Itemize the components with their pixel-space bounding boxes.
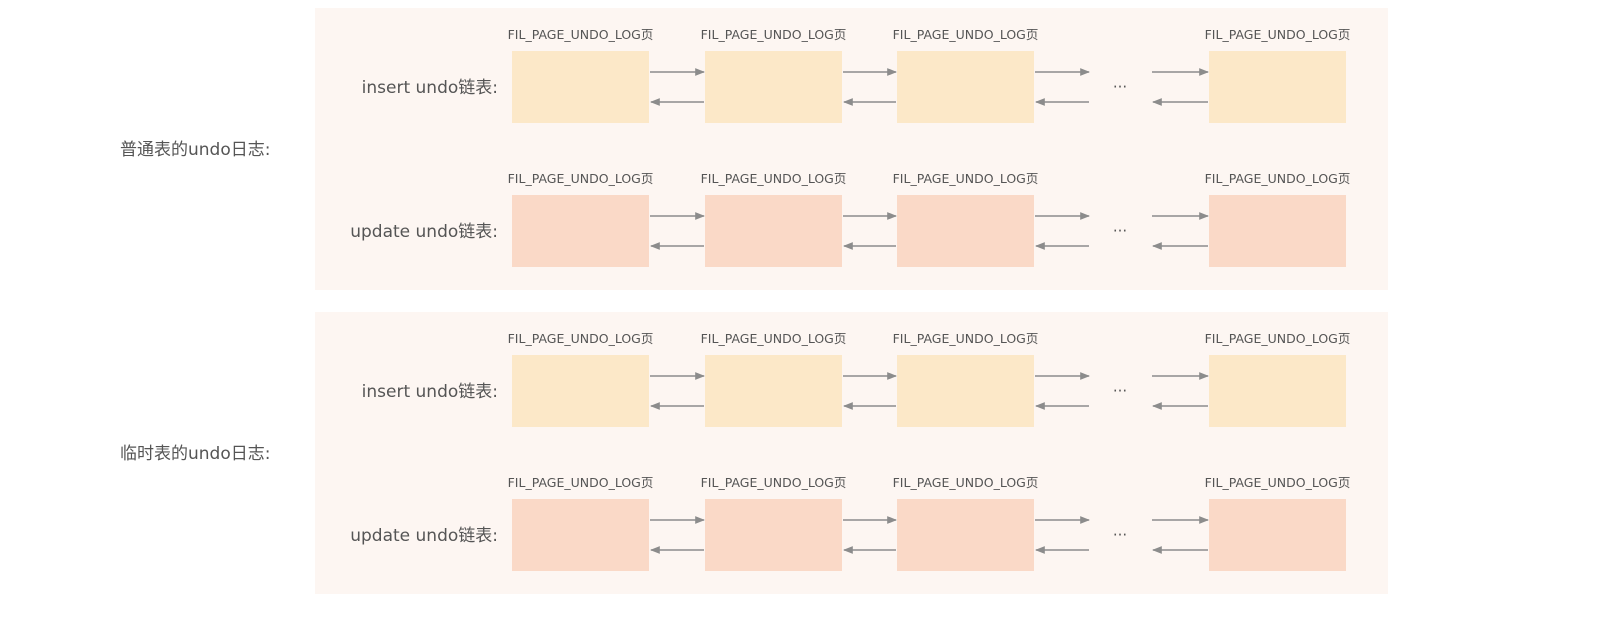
list-label: update undo链表: — [350, 222, 498, 242]
list-label: insert undo链表: — [362, 78, 498, 98]
undo-page-box — [705, 195, 842, 267]
list-label: update undo链表: — [350, 526, 498, 546]
undo-page-box — [897, 51, 1034, 123]
page-label: FIL_PAGE_UNDO_LOG页 — [701, 27, 847, 42]
undo-page-box — [705, 499, 842, 571]
undo-page-box — [1209, 51, 1346, 123]
undo-page-box — [897, 195, 1034, 267]
page-label: FIL_PAGE_UNDO_LOG页 — [1205, 27, 1351, 42]
ellipsis-more-pages: ··· — [1113, 78, 1127, 96]
page-label: FIL_PAGE_UNDO_LOG页 — [701, 331, 847, 346]
page-label: FIL_PAGE_UNDO_LOG页 — [508, 331, 654, 346]
undo-page-box — [1209, 355, 1346, 427]
undo-page-box — [1209, 195, 1346, 267]
undo-page-box — [897, 499, 1034, 571]
page-label: FIL_PAGE_UNDO_LOG页 — [1205, 331, 1351, 346]
undo-group: 临时表的undo日志: insert undo链表: FIL_PAGE_UNDO_L… — [120, 312, 1388, 594]
page-label: FIL_PAGE_UNDO_LOG页 — [1205, 171, 1351, 186]
page-label: FIL_PAGE_UNDO_LOG页 — [701, 171, 847, 186]
undo-page-box — [512, 51, 649, 123]
ellipsis-more-pages: ··· — [1113, 526, 1127, 544]
page-label: FIL_PAGE_UNDO_LOG页 — [893, 475, 1039, 490]
group-title: 普通表的undo日志: — [120, 140, 270, 160]
undo-page-box — [705, 355, 842, 427]
page-label: FIL_PAGE_UNDO_LOG页 — [893, 171, 1039, 186]
page-label: FIL_PAGE_UNDO_LOG页 — [508, 171, 654, 186]
ellipsis-more-pages: ··· — [1113, 222, 1127, 240]
ellipsis-more-pages: ··· — [1113, 382, 1127, 400]
page-label: FIL_PAGE_UNDO_LOG页 — [893, 331, 1039, 346]
page-label: FIL_PAGE_UNDO_LOG页 — [508, 27, 654, 42]
undo-page-box — [512, 195, 649, 267]
undo-page-box — [705, 51, 842, 123]
list-label: insert undo链表: — [362, 382, 498, 402]
group-title: 临时表的undo日志: — [120, 444, 270, 464]
undo-page-box — [897, 355, 1034, 427]
page-label: FIL_PAGE_UNDO_LOG页 — [893, 27, 1039, 42]
undo-page-box — [512, 355, 649, 427]
undo-list-update: update undo链表: FIL_PAGE_UNDO_LOG页 FIL_PAGE… — [350, 171, 1350, 267]
undo-list-insert: insert undo链表: FIL_PAGE_UNDO_LOG页 FIL_PAGE… — [362, 331, 1351, 427]
undo-page-box — [512, 499, 649, 571]
undo-list-update: update undo链表: FIL_PAGE_UNDO_LOG页 FIL_PAGE… — [350, 475, 1350, 571]
page-label: FIL_PAGE_UNDO_LOG页 — [1205, 475, 1351, 490]
undo-page-box — [1209, 499, 1346, 571]
undo-group: 普通表的undo日志: insert undo链表: FIL_PAGE_UNDO_L… — [120, 8, 1388, 290]
page-label: FIL_PAGE_UNDO_LOG页 — [508, 475, 654, 490]
page-label: FIL_PAGE_UNDO_LOG页 — [701, 475, 847, 490]
undo-list-insert: insert undo链表: FIL_PAGE_UNDO_LOG页 FIL_PAGE… — [362, 27, 1351, 123]
